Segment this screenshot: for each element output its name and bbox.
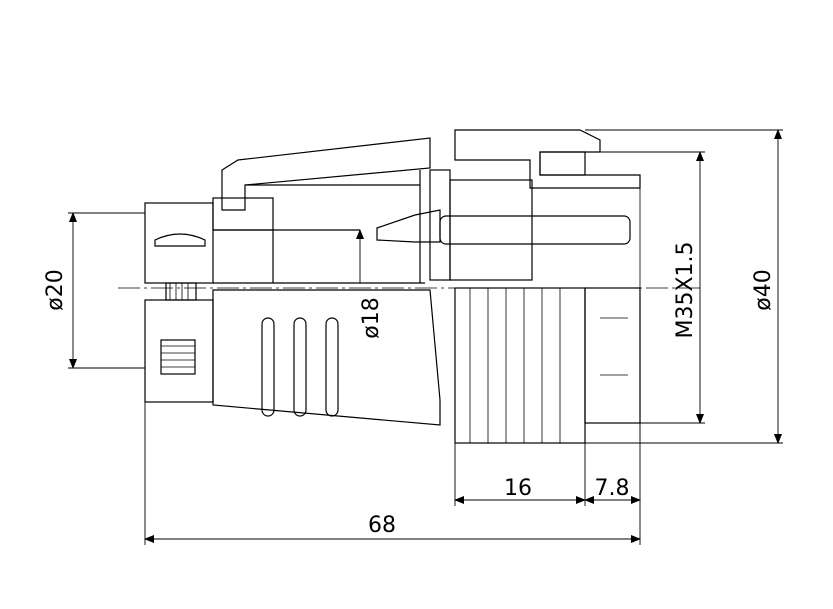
dim-phi20-label: ø20 — [43, 269, 68, 310]
dim-phi20: ø20 — [43, 212, 145, 369]
dim-7-8: 7.8 — [584, 423, 641, 506]
dim-phi40-label: ø40 — [751, 269, 776, 310]
dim-16-label: 16 — [504, 476, 532, 501]
dim-phi40: ø40 — [585, 129, 783, 444]
dim-thread-label: M35X1.5 — [673, 241, 698, 338]
dim-7-8-label: 7.8 — [595, 476, 630, 501]
dim-16: 16 — [454, 443, 586, 506]
dim-thread: M35X1.5 — [600, 151, 705, 424]
dim-phi18-label: ø18 — [359, 297, 384, 338]
back-shell-section — [212, 129, 641, 440]
body-exterior — [212, 287, 641, 444]
dim-phi18: ø18 — [356, 229, 384, 339]
dim-68: 68 — [144, 402, 641, 545]
dim-68-label: 68 — [368, 513, 396, 538]
cable-clamp — [144, 202, 214, 403]
